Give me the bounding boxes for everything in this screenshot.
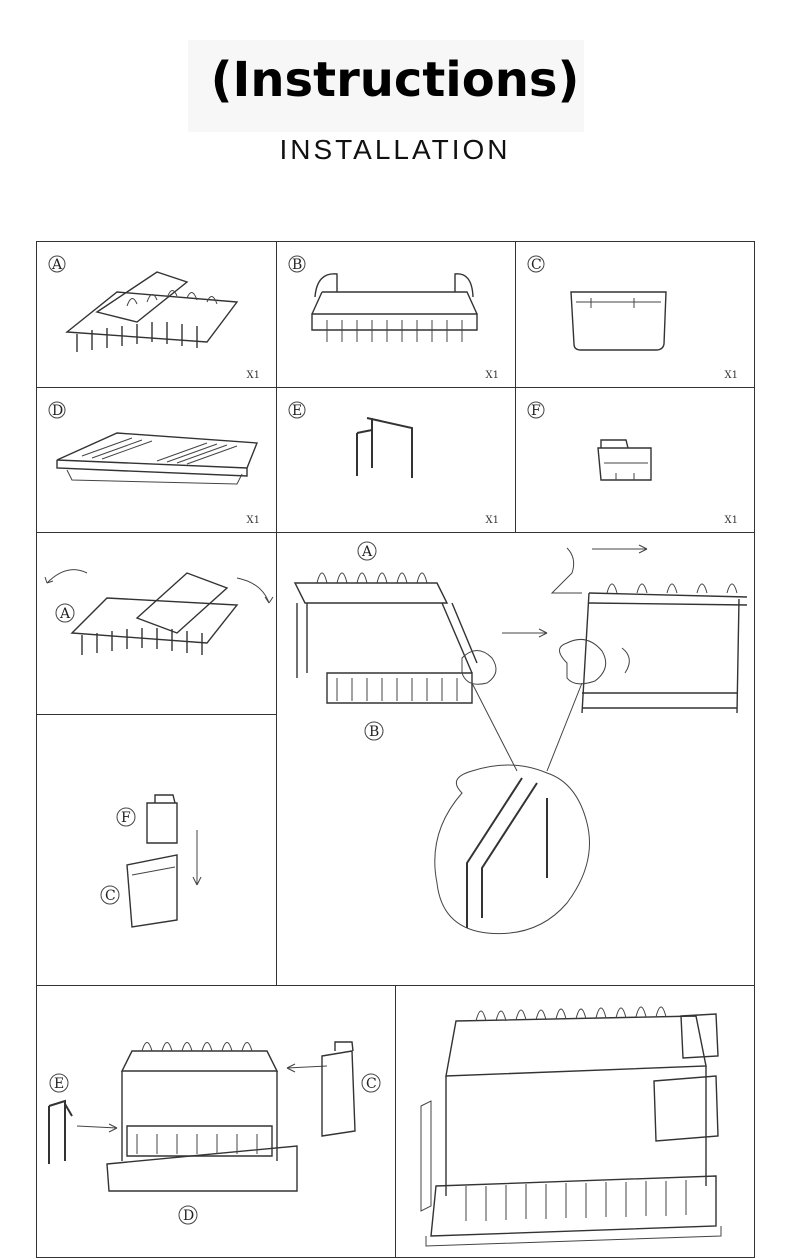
title-background <box>188 40 584 132</box>
svg-text:F: F <box>121 810 131 826</box>
svg-text:C: C <box>366 1076 377 1092</box>
part-f-panel: F X1 <box>515 387 755 533</box>
part-b-illustration: B <box>288 255 478 342</box>
svg-text:E: E <box>292 403 302 419</box>
part-a-quantity: X1 <box>246 370 260 381</box>
svg-text:C: C <box>531 257 542 273</box>
page-title: (Instructions) <box>210 52 580 108</box>
svg-text:A: A <box>59 606 71 622</box>
part-c-panel: C X1 <box>515 241 755 388</box>
part-f-illustration: F <box>527 401 652 481</box>
step-cup-illustration: F C <box>100 794 202 928</box>
step-cup-panel: F C <box>36 714 277 986</box>
part-e-panel: E X1 <box>276 387 516 533</box>
part-b-panel: B X1 <box>276 241 516 388</box>
part-c-illustration: C <box>527 255 667 351</box>
part-c-quantity: X1 <box>724 370 738 381</box>
svg-text:B: B <box>292 257 302 273</box>
svg-text:D: D <box>52 403 63 419</box>
step-rotate-illustration: A <box>44 569 274 655</box>
svg-text:B: B <box>369 724 379 740</box>
step-rotate-panel: A <box>36 532 277 715</box>
svg-text:D: D <box>183 1208 194 1224</box>
part-e-quantity: X1 <box>485 515 499 526</box>
part-a-illustration: A <box>48 255 239 352</box>
part-e-illustration: E <box>288 401 413 478</box>
svg-text:C: C <box>105 888 116 904</box>
svg-text:A: A <box>51 257 63 273</box>
completed-product-illustration <box>420 1006 722 1247</box>
part-d-quantity: X1 <box>246 515 260 526</box>
step-assemble-panel: A B <box>276 532 755 986</box>
svg-text:F: F <box>531 403 541 419</box>
svg-text:A: A <box>361 544 373 560</box>
step-final-assembly-panel: E C D <box>36 985 396 1258</box>
part-b-quantity: X1 <box>485 370 499 381</box>
page-subtitle: INSTALLATION <box>279 134 511 165</box>
svg-text:E: E <box>54 1076 64 1092</box>
part-d-illustration: D <box>48 401 259 485</box>
part-f-quantity: X1 <box>724 515 738 526</box>
part-d-panel: D X1 <box>36 387 277 533</box>
step-final-assembly-illustration: E C D <box>48 1041 381 1225</box>
part-a-panel: A X1 <box>36 241 277 388</box>
completed-product-panel <box>395 985 755 1258</box>
step-assemble-illustration: A B <box>293 541 748 935</box>
